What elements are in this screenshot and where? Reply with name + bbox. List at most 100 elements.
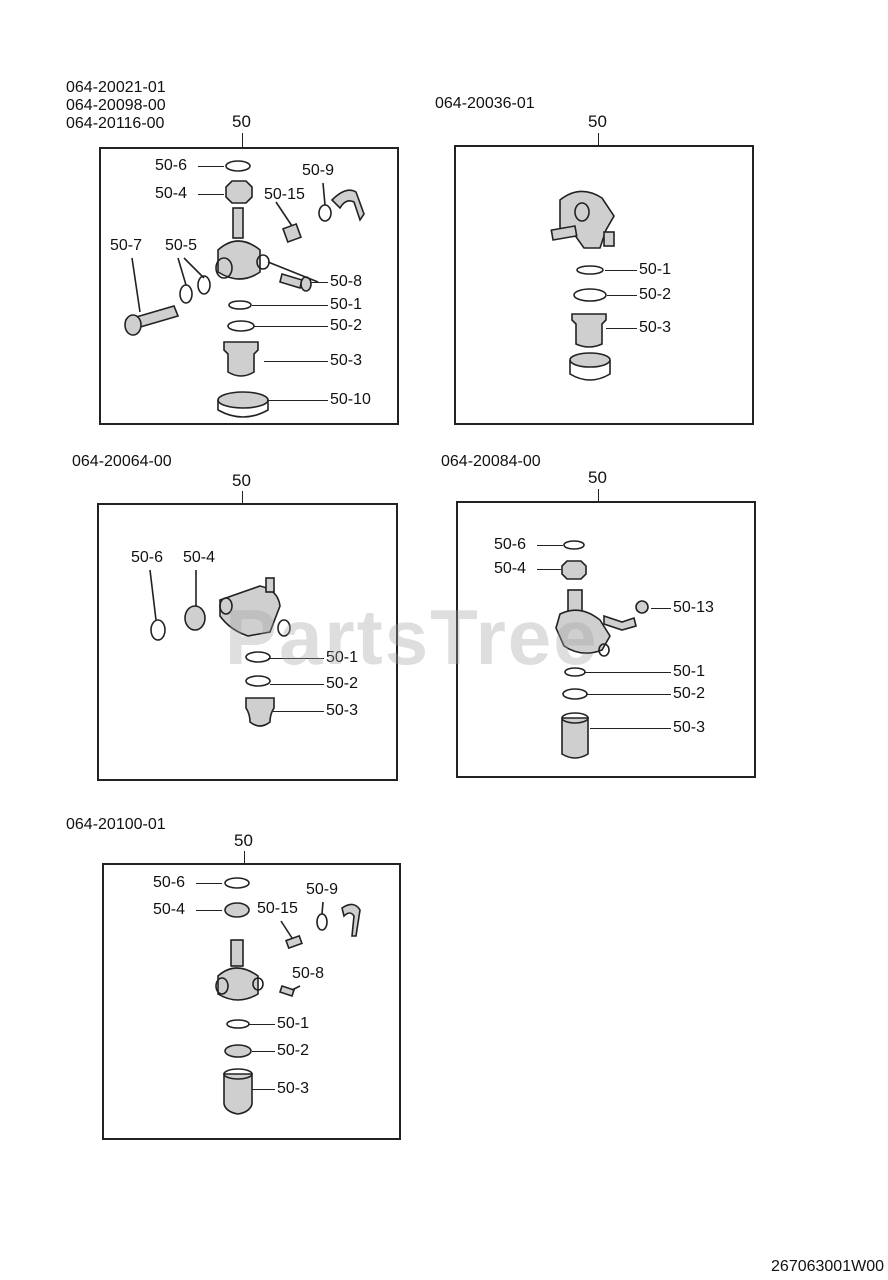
nut-icon: [224, 902, 250, 918]
angled-leaders: [131, 182, 326, 991]
part-number: 064-20064-00: [72, 453, 172, 470]
panel5-parts: [215, 877, 361, 1115]
diagram-panel: [97, 503, 398, 781]
assembly-number: 50: [232, 112, 251, 131]
callout: 50-4: [494, 560, 527, 577]
watermark: PartsTree: [225, 593, 599, 681]
o-ring-icon: [245, 675, 271, 687]
leader-line: [248, 1024, 275, 1025]
part-number: 064-20084-00: [441, 453, 541, 470]
callout: 50-1: [639, 261, 672, 278]
lever-icon: [341, 903, 361, 937]
nut-icon: [184, 605, 206, 631]
cup-rim-icon: [223, 1068, 253, 1080]
callout: 50-4: [183, 549, 216, 566]
o-ring-icon: [224, 1044, 252, 1058]
assembly-tick: [242, 491, 243, 503]
leader-line: [252, 1051, 275, 1052]
callout: 50-8: [330, 273, 363, 290]
port-icon: [598, 643, 610, 657]
callout: 50-3: [639, 319, 672, 336]
callout: 50-1: [673, 663, 706, 680]
lever-icon: [603, 231, 615, 247]
part-number: 064-20021-01: [66, 79, 166, 96]
washer-icon: [224, 877, 250, 889]
callout: 50-2: [673, 685, 706, 702]
callout: 50-13: [673, 599, 714, 616]
leader-line: [606, 328, 637, 329]
assembly-number: 50: [588, 468, 607, 487]
callout: 50-2: [639, 286, 672, 303]
assembly-tick: [598, 133, 599, 145]
callout: 50-6: [494, 536, 527, 553]
callout: 50-1: [330, 296, 363, 313]
leader-line: [252, 305, 328, 306]
spring-icon: [285, 934, 303, 950]
callout: 50-2: [330, 317, 363, 334]
washer-icon: [225, 160, 251, 172]
fitting-stem-icon: [232, 207, 244, 239]
leader-line: [586, 694, 671, 695]
callout: 50-6: [155, 157, 188, 174]
callout: 50-8: [292, 965, 325, 982]
callout: 50-3: [330, 352, 363, 369]
port-icon: [215, 257, 233, 279]
callout: 50-2: [277, 1042, 310, 1059]
ring-nut-icon: [569, 352, 611, 368]
nozzle-icon: [550, 225, 578, 241]
leader-line: [196, 883, 222, 884]
leader-line: [198, 194, 224, 195]
lever-icon: [330, 189, 365, 222]
packing-icon: [245, 651, 271, 663]
panel4-parts: [555, 540, 649, 759]
part-number: 064-20036-01: [435, 95, 535, 112]
panel3-parts: [150, 577, 291, 727]
screw-icon: [278, 984, 296, 998]
o-ring-icon: [573, 288, 607, 302]
leader-line: [584, 672, 671, 673]
filter-cup-icon: [223, 341, 259, 377]
o-ring-icon: [562, 688, 588, 700]
leader-line: [264, 361, 328, 362]
callout: 50-7: [110, 237, 143, 254]
port-icon: [574, 202, 590, 222]
port-icon: [252, 977, 264, 991]
screw-icon: [279, 272, 303, 290]
filter-cup-icon: [561, 717, 589, 759]
callout: 50-9: [302, 162, 335, 179]
filter-cup-icon: [223, 1073, 253, 1115]
callout: 50-1: [326, 649, 359, 666]
stem-icon: [265, 577, 275, 593]
leader-line: [605, 270, 637, 271]
packing-icon: [576, 265, 604, 275]
callout: 50-15: [264, 186, 305, 203]
valve-body-icon: [217, 240, 261, 280]
callout: 50-15: [257, 900, 298, 917]
valve-body-icon: [555, 609, 611, 654]
callout: 50-6: [153, 874, 186, 891]
assembly-tick: [244, 851, 245, 863]
callout: 50-10: [330, 391, 371, 408]
lever-icon: [603, 614, 637, 631]
callout: 50-3: [277, 1080, 310, 1097]
ring-nut-side-icon: [569, 360, 611, 381]
valve-body-icon: [559, 190, 615, 249]
leader-line: [273, 711, 324, 712]
leader-line: [537, 545, 563, 546]
leader-line: [270, 684, 324, 685]
callout: 50-2: [326, 675, 359, 692]
port-icon: [219, 597, 233, 615]
filter-cup-icon: [245, 697, 275, 727]
assembly-number: 50: [234, 831, 253, 850]
packing-icon: [564, 667, 586, 677]
part-number: 064-20098-00: [66, 97, 166, 114]
ring-nut-icon: [217, 391, 269, 409]
callout: 50-1: [277, 1015, 310, 1032]
assembly-tick: [242, 133, 243, 147]
leader-line: [254, 326, 328, 327]
leader-line: [268, 400, 328, 401]
callout: 50-6: [131, 549, 164, 566]
gasket-icon: [179, 284, 193, 304]
leader-line: [590, 728, 671, 729]
